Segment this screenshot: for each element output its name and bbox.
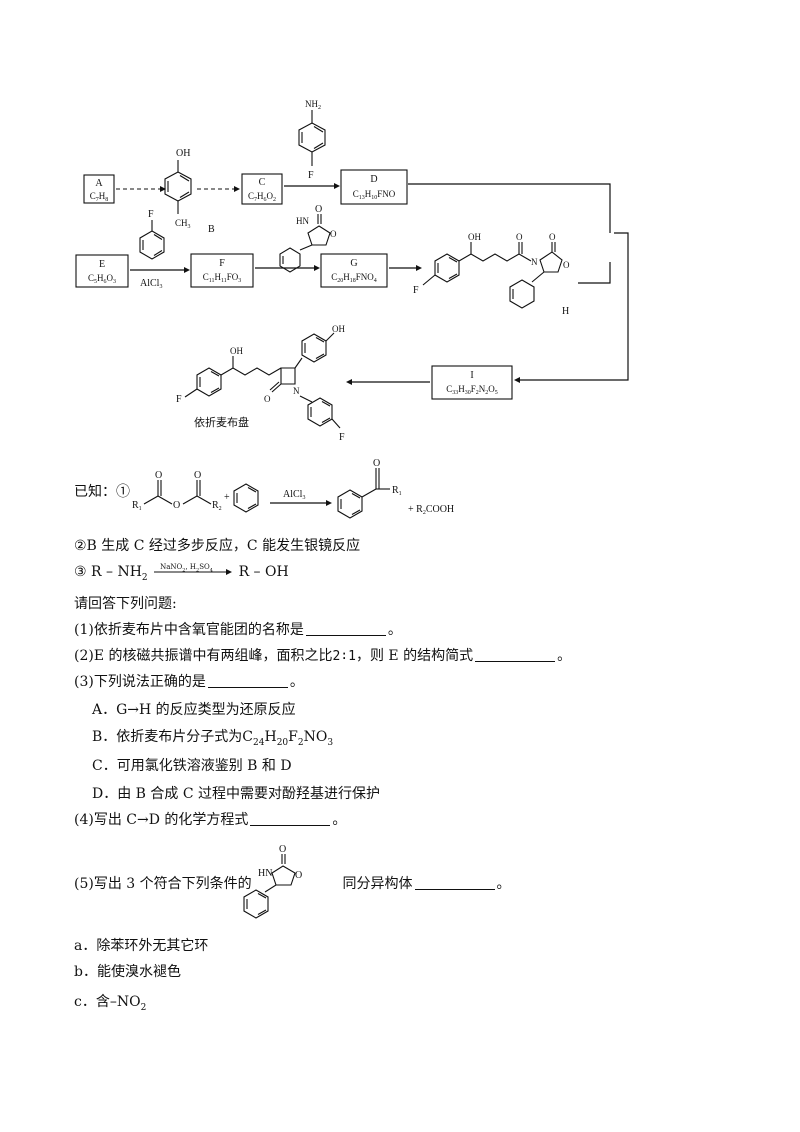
- molecule-4-fluoroaniline: NH2 F: [298, 99, 326, 181]
- svg-text:F: F: [413, 285, 419, 296]
- svg-text:N: N: [293, 386, 300, 396]
- svg-text:AlCl3: AlCl3: [140, 278, 162, 290]
- molecule-fluorobenzene: F: [139, 209, 165, 260]
- compound-C-box: C C7H6O2: [241, 173, 283, 205]
- condition-c: c．含–NO2: [74, 994, 147, 1013]
- svg-text:O: O: [315, 204, 322, 215]
- compound-D-box: D C13H10FNO: [340, 169, 408, 205]
- svg-text:O: O: [516, 232, 523, 242]
- condition-b: b．能使溴水褪色: [74, 964, 181, 980]
- B-oh-text: OH: [176, 148, 190, 159]
- answer-blank-5[interactable]: [414, 875, 495, 890]
- svg-text:O: O: [155, 470, 162, 481]
- option-A: A．G→H 的反应类型为还原反应: [92, 702, 296, 718]
- compound-E-box: E C5H6O3: [75, 254, 129, 288]
- question-1: (1)依折麦布片中含氧官能团的名称是。: [74, 621, 402, 638]
- answer-blank-1[interactable]: [305, 621, 386, 636]
- question-5: (5)写出 3 个符合下列条件的 同分异构体。: [74, 875, 511, 892]
- compound-A-box: A C7H8: [83, 174, 115, 204]
- svg-text:O: O: [563, 260, 570, 270]
- svg-text:O: O: [279, 844, 286, 855]
- svg-text:I: I: [470, 370, 473, 381]
- compound-I-box: I C33H30F2N2O5: [431, 365, 513, 400]
- svg-text:NH2: NH2: [305, 99, 321, 111]
- svg-text:F: F: [176, 394, 182, 405]
- svg-text:R2: R2: [212, 500, 222, 512]
- svg-text:F: F: [308, 170, 314, 181]
- answer-blank-3[interactable]: [207, 673, 288, 688]
- compound-B-label: B: [208, 224, 215, 235]
- svg-text:C33H30F2N2O5: C33H30F2N2O5: [446, 384, 498, 396]
- molecule-B: OH CH3 B: [164, 148, 215, 235]
- compound-H-label: H: [562, 306, 569, 317]
- synthesis-scheme: A C7H8 OH CH3 B C C7H6O2 NH2 F: [75, 99, 629, 443]
- molecule-oxazolidinone-reagent: O HN O: [279, 204, 337, 273]
- product-name: 依折麦布盘: [194, 415, 249, 429]
- svg-text:C: C: [259, 177, 266, 188]
- answer-blank-2[interactable]: [475, 647, 556, 662]
- svg-text:OH: OH: [332, 324, 345, 334]
- svg-text:F: F: [339, 432, 345, 443]
- condition-a: a．除苯环外无其它环: [74, 938, 209, 954]
- svg-text:O: O: [264, 394, 271, 404]
- svg-text:AlCl3: AlCl3: [283, 489, 305, 501]
- answer-blank-4[interactable]: [250, 811, 331, 826]
- option-C: C．可用氯化铁溶液鉴别 B 和 D: [92, 758, 292, 774]
- svg-text:+ R2COOH: + R2COOH: [408, 504, 454, 516]
- known-2: ②B 生成 C 经过多步反应，C 能发生银镜反应: [74, 538, 361, 554]
- compound-A-label: A: [95, 178, 103, 189]
- question-3: (3)下列说法正确的是。: [74, 673, 304, 690]
- svg-text:D: D: [370, 174, 377, 185]
- svg-text:R1: R1: [392, 485, 402, 497]
- molecule-oxazolidinone-q5: O HN O: [243, 844, 302, 919]
- svg-text:O: O: [549, 232, 556, 242]
- svg-text:F: F: [148, 209, 154, 220]
- svg-text:CH3: CH3: [175, 218, 191, 230]
- compound-G-box: G C20H18FNO4: [320, 253, 388, 288]
- svg-text:O: O: [173, 500, 180, 511]
- option-B: B．依折麦布片分子式为C24H20F2NO3: [92, 729, 334, 748]
- svg-text:OH: OH: [468, 232, 481, 242]
- svg-text:O: O: [373, 458, 380, 469]
- compound-F-box: F C11H11FO3: [190, 253, 254, 288]
- svg-text:HN: HN: [296, 216, 309, 226]
- svg-text:O: O: [194, 470, 201, 481]
- svg-text:R1: R1: [132, 500, 142, 512]
- question-4: (4)写出 C→D 的化学方程式。: [74, 811, 347, 828]
- svg-text:O: O: [295, 870, 302, 881]
- svg-text:OH: OH: [230, 346, 243, 356]
- molecule-H: F OH O N O O H: [413, 232, 570, 317]
- questions-intro: 请回答下列问题:: [74, 596, 177, 612]
- known-3: ③ R – NH2 NaNO2, H2SO4 R – OH: [74, 563, 289, 583]
- svg-text:C7H8: C7H8: [90, 191, 109, 203]
- svg-text:HN: HN: [258, 868, 272, 879]
- svg-text:G: G: [350, 258, 357, 269]
- svg-text:N: N: [531, 257, 538, 267]
- svg-text:F: F: [219, 258, 225, 269]
- molecule-ezetimibe: F OH O N OH F: [176, 324, 345, 443]
- option-D: D．由 B 合成 C 过程中需要对酚羟基进行保护: [92, 786, 381, 802]
- svg-text:E: E: [99, 259, 105, 270]
- known-1-reaction: R1 O O O R2 + AlCl3 O R1 + R2COOH: [132, 458, 454, 519]
- known-1-prefix: 已知：①: [74, 484, 130, 500]
- svg-text:C20H18FNO4: C20H18FNO4: [331, 272, 377, 284]
- question-2: (2)E 的核磁共振谱中有两组峰，面积之比2∶1，则 E 的结构简式。: [74, 647, 572, 664]
- svg-text:+: +: [224, 492, 230, 503]
- known-1: 已知：①: [74, 482, 130, 502]
- svg-text:O: O: [330, 229, 337, 239]
